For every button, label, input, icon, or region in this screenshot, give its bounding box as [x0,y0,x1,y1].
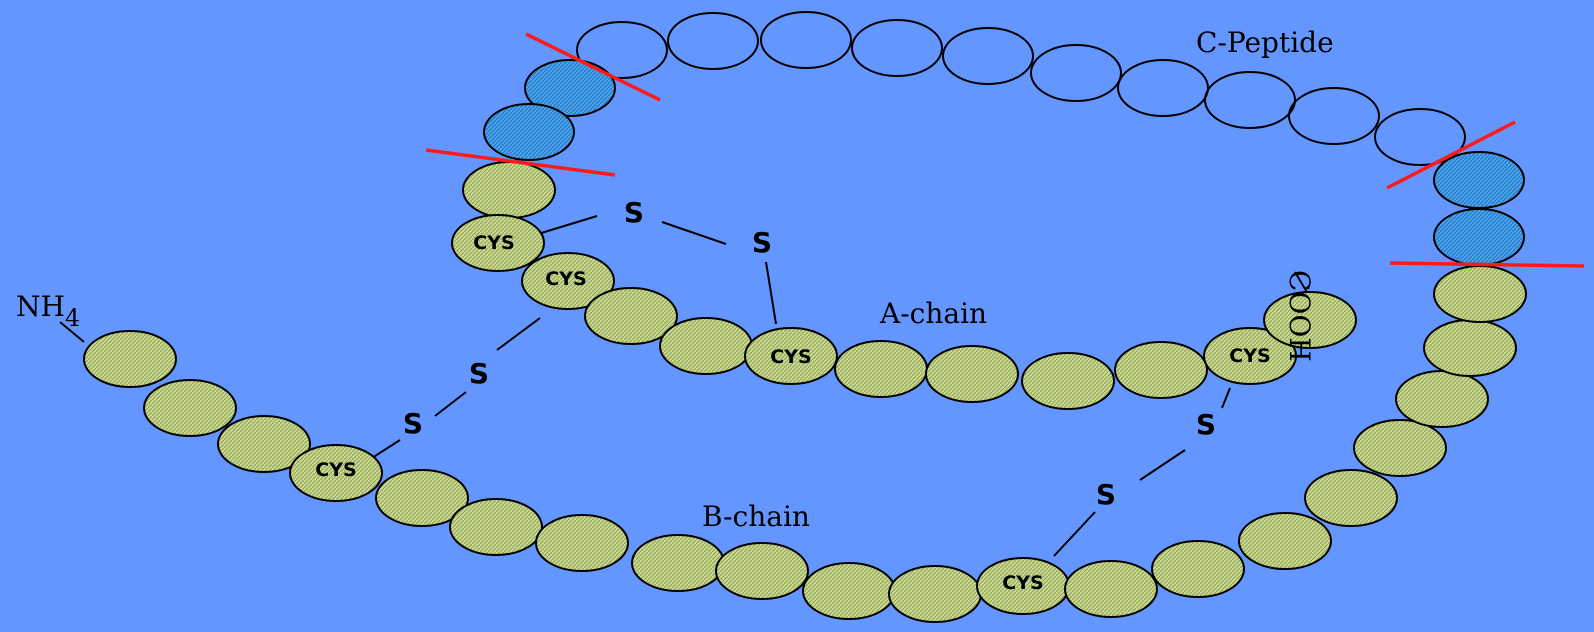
a-chain-residue [744,327,838,385]
bond-a-intra-2 [661,221,727,245]
sulfur-label: S [624,196,644,229]
sulfur-label: S [752,226,772,259]
b-chain-residue [1238,512,1332,570]
b-chain-residue [1423,319,1517,377]
c-peptide-residue [1288,87,1380,145]
c-peptide-residue [760,11,852,69]
b-chain-residue [1433,265,1527,323]
nh4-terminal-label: NH4 [16,290,80,332]
a-chain-residue [659,317,753,375]
b-chain-residue [1064,560,1158,618]
a-chain-label: A-chain [879,297,987,330]
b-chain-residue [1395,370,1489,428]
b-chain-residue [143,379,237,437]
cut-mark-2 [425,148,616,177]
cooh-connector [1294,271,1309,295]
nh4-subscript: 4 [65,304,80,332]
b-chain-residue [802,562,896,620]
sulfur-label: S [469,357,489,390]
cys-labels: CYS CYS CYS CYS CYS CYS [315,232,1270,594]
a-chain-residue [1203,327,1297,385]
b-chain-residue [888,565,982,623]
c-peptide-residue [576,21,668,79]
a-chain-residue [1021,352,1115,410]
sulfur-labels: S S S S S S [403,196,1216,511]
cleavage-residue [524,59,616,117]
cut-mark-1 [525,32,661,102]
a-chain-residue [1114,341,1208,399]
cys-label: CYS [315,459,356,481]
sulfur-label: S [403,407,423,440]
cooh-terminal-label: COOH [1283,270,1316,362]
cleavage-residue [1433,208,1525,266]
bond-ab-left-2 [434,391,467,417]
b-chain-residue [289,444,383,502]
cleavage-residues [483,59,1525,266]
bond-ab-left-1 [496,317,541,351]
cleavage-cut-marks [425,32,1585,268]
bond-a-intra-3 [765,261,777,325]
b-chain-residue [715,542,809,600]
nh4-connector [59,321,85,343]
sulfur-label: S [1196,408,1216,441]
c-peptide-label: C-Peptide [1196,26,1334,59]
c-peptide-residue [1204,71,1296,129]
a-chain-residue [451,214,545,272]
bond-ab-right-3 [1053,511,1096,557]
cys-label: CYS [545,268,586,290]
b-chain-residue [1304,469,1398,527]
a-chain-residue [521,252,615,310]
sulfur-label: S [1096,478,1116,511]
b-chain-residue [217,415,311,473]
bond-ab-right-2 [1139,449,1186,481]
b-chain-label: B-chain [702,500,810,533]
a-chain-residue [834,340,928,398]
bond-ab-right-1 [1221,387,1231,409]
c-peptide-residue [1117,59,1209,117]
b-chain-residue [631,534,725,592]
c-peptide-residue [851,19,943,77]
b-chain-residue [83,330,177,388]
cys-label: CYS [1002,572,1043,594]
c-peptide-residue [1374,108,1466,166]
c-peptide-chain [576,11,1466,166]
b-chain-residue [1353,419,1447,477]
b-chain-residue [1151,540,1245,598]
cys-label: CYS [1229,345,1270,367]
c-peptide-residue [1030,44,1122,102]
b-chain-residue [449,498,543,556]
c-peptide-residue [667,12,759,70]
b-chain-residue [375,469,469,527]
bond-a-intra-1 [537,215,598,235]
cut-mark-4 [1389,261,1585,268]
c-peptide-residue [942,27,1034,85]
nh4-main: NH [16,290,65,323]
b-chain-residues [83,265,1527,623]
a-chain-residue [462,161,556,219]
a-chain-residue [584,287,678,345]
cleavage-residue [483,103,575,161]
b-chain-residue [535,514,629,572]
a-chain-residues [451,161,1357,410]
cys-label: CYS [473,232,514,254]
cleavage-residue [1433,151,1525,209]
disulfide-bonds [59,215,1309,557]
a-chain-residue [1263,291,1357,349]
cut-mark-3 [1386,120,1516,190]
a-chain-residue [925,345,1019,403]
cys-label: CYS [770,346,811,368]
bond-ab-left-3 [371,439,401,459]
